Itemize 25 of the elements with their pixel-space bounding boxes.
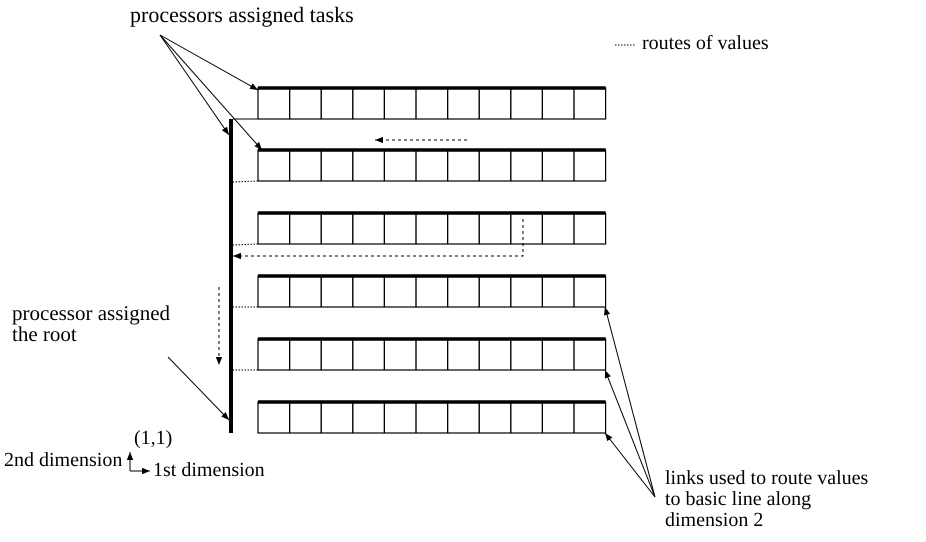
leader-line	[604, 370, 656, 498]
axis-label: 2nd dimension	[4, 450, 122, 471]
leader-line	[160, 34, 230, 136]
callout-text: processors assigned tasks	[130, 4, 400, 25]
processor-row-drawing	[257, 148, 606, 182]
processor-row-drawing	[257, 400, 606, 434]
leader-line	[160, 34, 262, 150]
leader-line	[604, 306, 656, 498]
link-line	[232, 306, 258, 308]
link-line	[232, 244, 258, 246]
leader-line	[168, 356, 230, 420]
axis-label: (1,1)	[134, 428, 172, 449]
callout-text: links used to route values to basic line along dimension 2	[665, 468, 880, 531]
root-column-bar	[229, 119, 233, 433]
link-line	[232, 118, 258, 120]
link-line	[232, 180, 258, 182]
callout-text: processor assigned the root	[12, 303, 172, 345]
processor-row-drawing	[257, 211, 606, 245]
processor-row-drawing	[257, 274, 606, 308]
legend-text: routes of values	[642, 33, 769, 54]
axis-label: 1st dimension	[153, 460, 265, 481]
leader-line	[160, 34, 258, 90]
processor-row-drawing	[257, 337, 606, 371]
leader-line	[604, 432, 656, 498]
processor-row-drawing	[257, 86, 606, 120]
